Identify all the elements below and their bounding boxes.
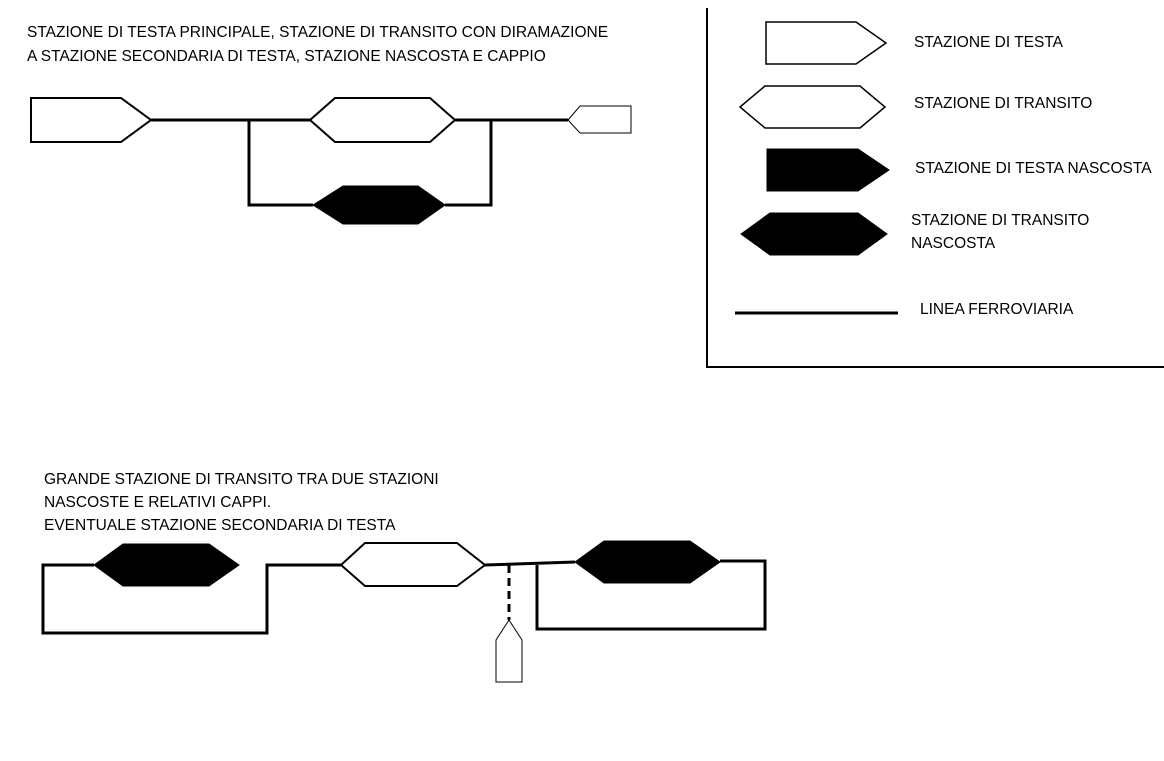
- loop-right: [535, 559, 767, 631]
- top-caption-line-2: A STAZIONE SECONDARIA DI TESTA, STAZIONE…: [27, 48, 546, 65]
- secondary-terminal-station: [495, 619, 523, 683]
- legend-hidden-transit-icon: [740, 212, 888, 256]
- hidden-transit-station: [312, 185, 446, 225]
- legend-hidden-terminal-icon: [766, 148, 890, 192]
- railway-line-main: [484, 560, 576, 567]
- loop-left: [41, 563, 341, 635]
- secondary-terminal-station: [567, 105, 632, 134]
- bottom-caption-line-1: GRANDE STAZIONE DI TRANSITO TRA DUE STAZ…: [44, 471, 439, 488]
- legend-terminal-icon: [765, 21, 888, 65]
- legend-hidden-terminal-label: STAZIONE DI TESTA NASCOSTA: [915, 160, 1152, 177]
- top-diagram: [30, 97, 632, 225]
- bottom-diagram: [41, 540, 767, 683]
- legend-hidden-transit-label-2: NASCOSTA: [911, 235, 996, 252]
- loop-line: [247, 120, 313, 207]
- legend: [706, 8, 1164, 368]
- transit-station: [308, 97, 457, 143]
- hidden-transit-station-left: [93, 543, 240, 587]
- large-transit-station: [339, 542, 487, 587]
- loop-line: [445, 120, 493, 207]
- bottom-caption-line-2: NASCOSTE E RELATIVI CAPPI.: [44, 494, 272, 511]
- legend-border: [706, 8, 1164, 368]
- legend-hidden-transit-label-1: STAZIONE DI TRANSITO: [911, 212, 1090, 229]
- hidden-transit-station-right: [574, 540, 721, 584]
- legend-transit-icon: [738, 85, 887, 129]
- main-terminal-station: [30, 97, 153, 143]
- legend-terminal-label: STAZIONE DI TESTA: [914, 34, 1063, 51]
- legend-transit-label: STAZIONE DI TRANSITO: [914, 95, 1093, 112]
- bottom-caption-line-3: EVENTUALE STAZIONE SECONDARIA DI TESTA: [44, 517, 396, 534]
- legend-line-label: LINEA FERROVIARIA: [920, 301, 1074, 318]
- top-caption-line-1: STAZIONE DI TESTA PRINCIPALE, STAZIONE D…: [27, 24, 609, 41]
